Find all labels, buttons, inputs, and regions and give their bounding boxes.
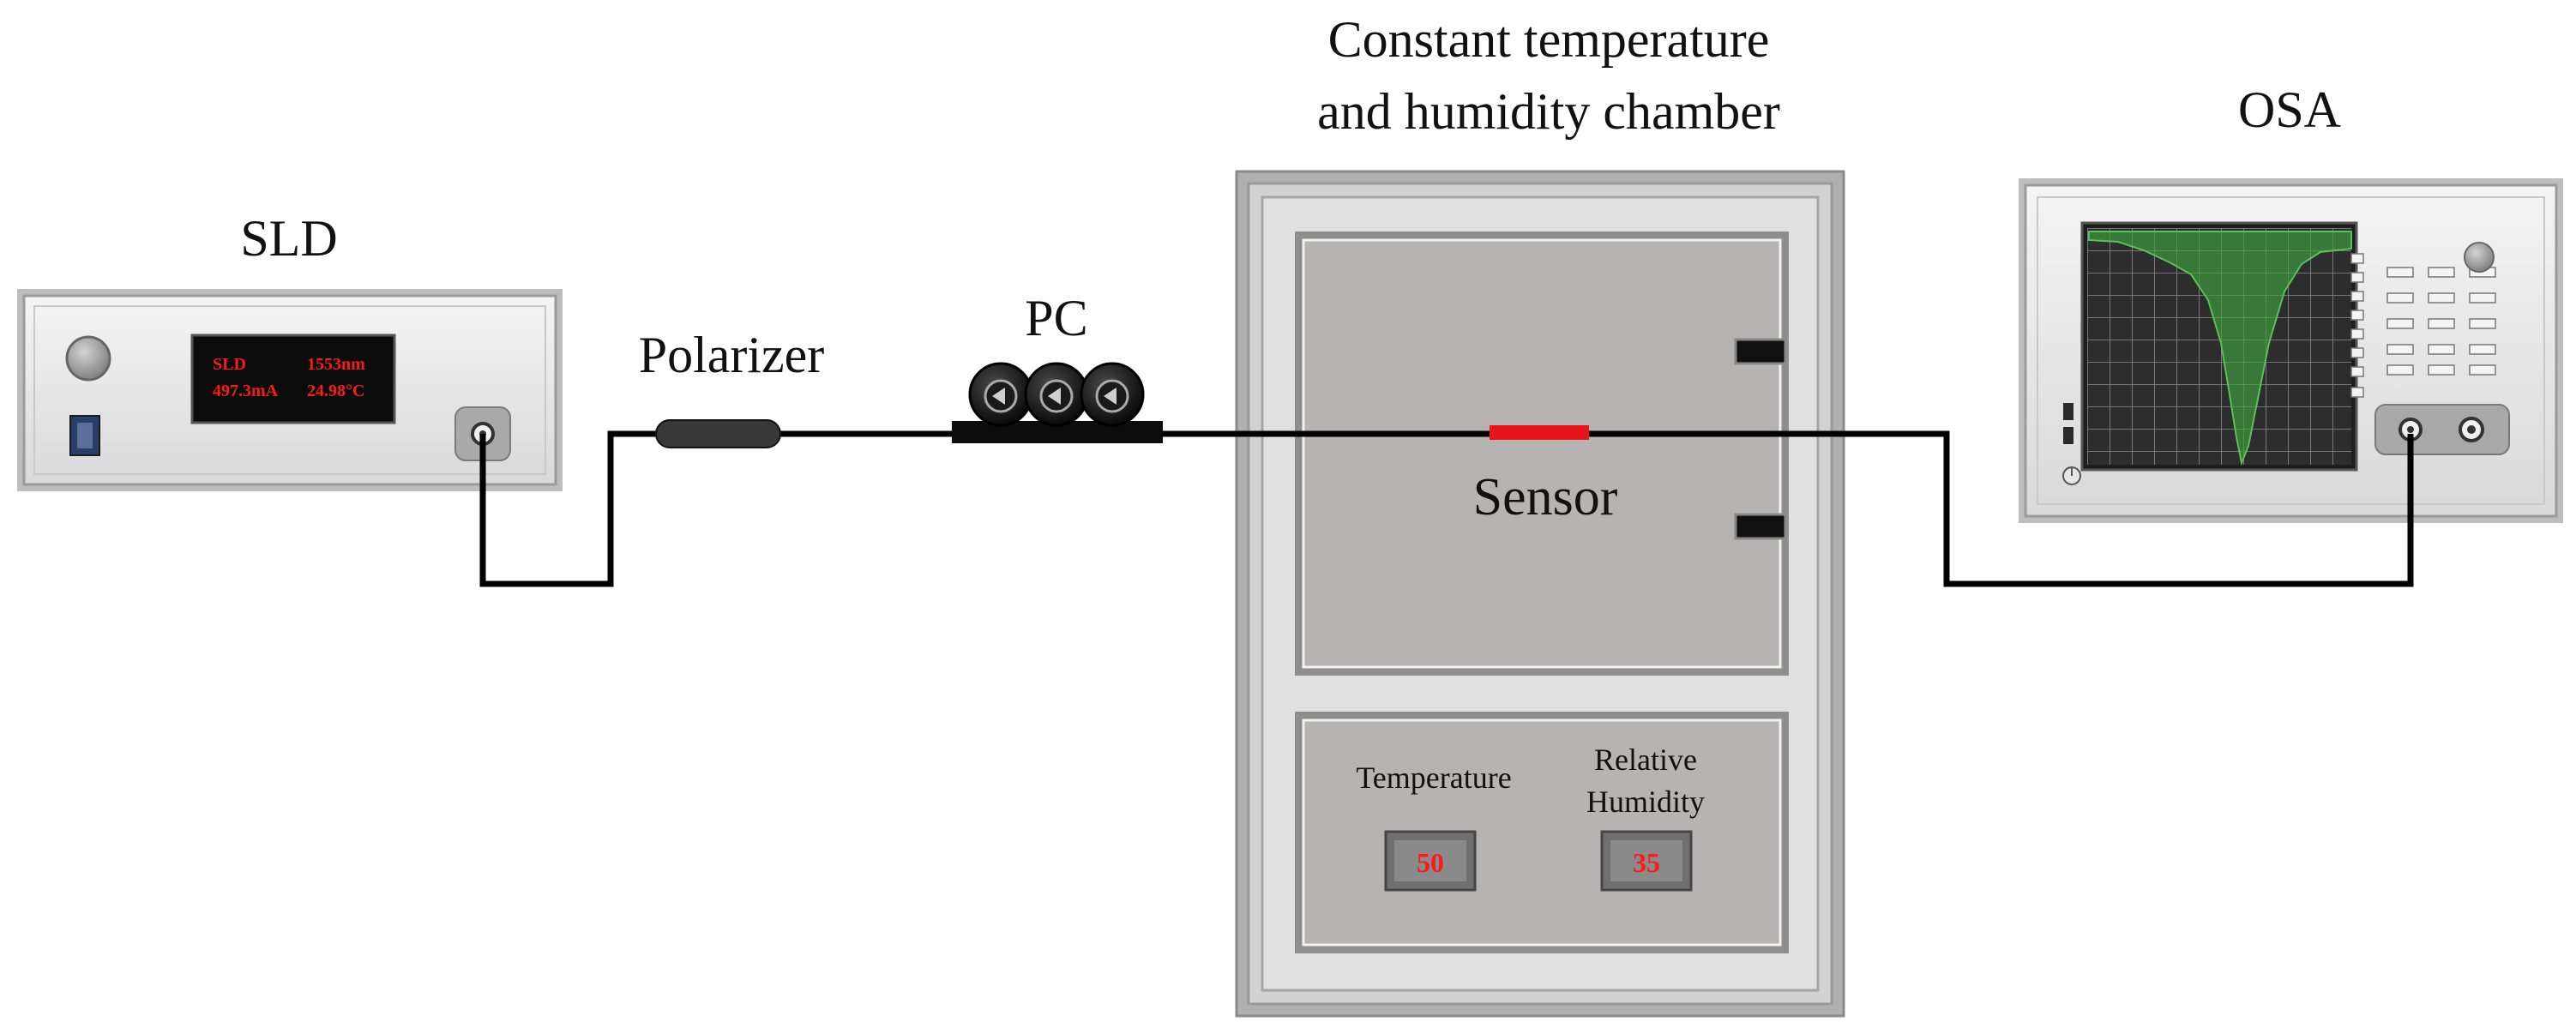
sensor-label: Sensor [1473, 468, 1618, 526]
polarizer-label: Polarizer [639, 327, 825, 383]
osa-softkeys[interactable] [2350, 253, 2364, 398]
osa-device [2019, 178, 2563, 523]
sld-device: SLD 1553nm 497.3mA 24.98°C [17, 289, 563, 491]
temperature-value: 50 [1417, 847, 1444, 878]
osa-title: OSA [2238, 81, 2341, 138]
chamber: Temperature Relative Humidity 50 35 [1235, 170, 1845, 1018]
pc-label: PC [1025, 290, 1087, 346]
knob-icon[interactable] [2464, 242, 2495, 273]
knob-icon[interactable] [65, 335, 111, 382]
chamber-title-line1: Constant temperature [1328, 11, 1770, 68]
sld-title: SLD [240, 210, 337, 267]
paddle-icon [1024, 362, 1089, 427]
osa-keypad[interactable] [2386, 267, 2496, 376]
polarization-controller [952, 362, 1163, 443]
optical-fiber-osa-segment [1947, 434, 2414, 587]
power-icon[interactable] [2062, 466, 2081, 485]
osa-usb-ports-icon[interactable] [2063, 403, 2073, 444]
polarizer-device [655, 419, 781, 448]
paddle-icon [968, 362, 1033, 427]
osa-screen [2080, 221, 2358, 472]
sld-display-row2-left: 497.3mA [213, 382, 279, 400]
sld-display-row2-right: 24.98°C [307, 382, 364, 400]
chamber-title-line2: and humidity chamber [1317, 83, 1780, 140]
osa-input-panel [2374, 404, 2510, 455]
sensor-element [1490, 425, 1589, 440]
osa-input-port-icon[interactable] [2398, 418, 2423, 442]
sld-display-row1-right: 1553nm [307, 355, 365, 374]
chamber-window [1295, 231, 1789, 676]
door-latch-icon[interactable] [1734, 338, 1787, 365]
door-latch-icon[interactable] [1734, 513, 1787, 540]
humidity-label-line2: Humidity [1586, 785, 1705, 819]
sld-display-row1-left: SLD [213, 355, 246, 374]
chamber-control-panel: Temperature Relative Humidity 50 35 [1295, 712, 1789, 953]
humidity-label-line1: Relative [1594, 742, 1697, 777]
humidity-readout: 35 [1600, 830, 1693, 892]
connector-port-icon[interactable] [2459, 417, 2484, 442]
paddle-icon [1080, 362, 1145, 427]
humidity-value: 35 [1633, 847, 1660, 878]
power-switch-icon[interactable] [69, 415, 100, 456]
temperature-label: Temperature [1356, 760, 1511, 795]
osa-spectrum-trace [2088, 231, 2352, 466]
temperature-readout: 50 [1384, 830, 1477, 892]
sld-display: SLD 1553nm 497.3mA 24.98°C [190, 334, 396, 424]
